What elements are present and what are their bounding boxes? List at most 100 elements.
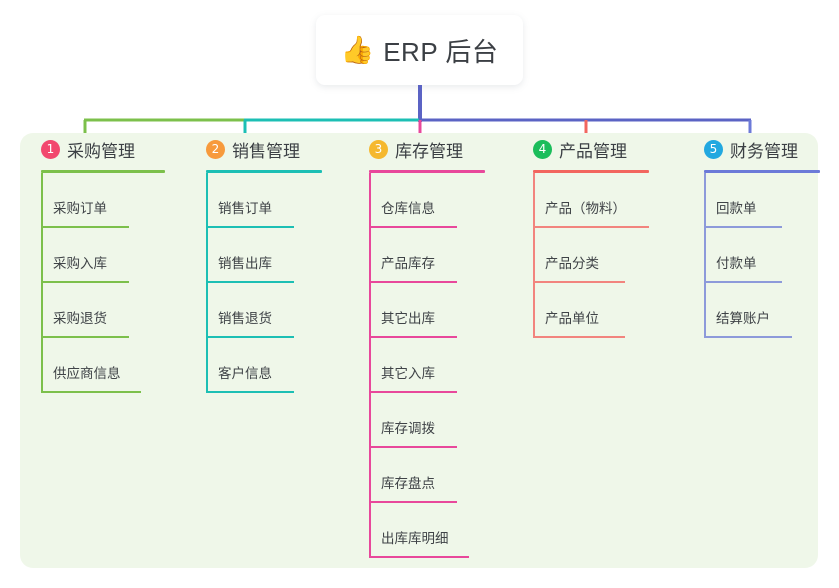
list-item[interactable]: 销售退货 — [185, 283, 355, 338]
list-item[interactable]: 产品库存 — [348, 228, 528, 283]
list-item-label: 采购退货 — [53, 311, 107, 326]
list-item-rule — [369, 391, 457, 393]
column-spine — [533, 173, 535, 338]
list-item-label: 结算账户 — [716, 311, 770, 326]
column-item-list: 回款单付款单结算账户 — [683, 173, 839, 338]
list-item[interactable]: 仓库信息 — [348, 173, 528, 228]
column-header-rule — [704, 170, 820, 173]
list-item-rule — [369, 281, 457, 283]
list-item-rule — [369, 501, 457, 503]
column-header-rule — [369, 170, 485, 173]
column-badge-icon: 4 — [533, 139, 552, 159]
list-item-label: 回款单 — [716, 201, 757, 216]
list-item-rule — [206, 226, 294, 228]
column-title: 销售管理 — [232, 141, 300, 161]
list-item[interactable]: 采购入库 — [20, 228, 190, 283]
thumbs-up-icon: 👍 — [340, 34, 375, 65]
column-header-2[interactable]: 2 销售管理 — [185, 133, 355, 165]
list-item-label: 产品（物料） — [545, 201, 626, 216]
column-spine — [369, 173, 371, 558]
column-4: 4 产品管理产品（物料） 产品分类产品单位 — [512, 133, 692, 338]
column-item-list: 产品（物料） 产品分类产品单位 — [512, 173, 692, 338]
column-item-list: 仓库信息产品库存其它出库其它入库库存调拨库存盘点出库库明细 — [348, 173, 528, 558]
column-5: 5 财务管理回款单付款单结算账户 — [683, 133, 839, 338]
list-item-label: 付款单 — [716, 256, 757, 271]
list-item-label: 仓库信息 — [381, 201, 435, 216]
list-item-label: 产品分类 — [545, 256, 599, 271]
list-item-rule — [41, 391, 141, 393]
column-badge-icon: 2 — [206, 139, 225, 159]
list-item-label: 客户信息 — [218, 366, 272, 381]
list-item-rule — [533, 336, 625, 338]
list-item[interactable]: 客户信息 — [185, 338, 355, 393]
list-item-rule — [206, 281, 294, 283]
list-item-rule — [369, 226, 457, 228]
list-item-label: 库存调拨 — [381, 421, 435, 436]
list-item-rule — [533, 226, 649, 228]
list-item-rule — [41, 281, 129, 283]
list-item-label: 其它入库 — [381, 366, 435, 381]
column-header-5[interactable]: 5 财务管理 — [683, 133, 839, 165]
list-item-rule — [369, 556, 469, 558]
column-spine — [206, 173, 208, 393]
list-item-rule — [704, 226, 782, 228]
list-item-rule — [533, 281, 625, 283]
list-item[interactable]: 产品（物料） — [512, 173, 692, 228]
column-header-rule — [206, 170, 322, 173]
list-item-rule — [369, 336, 457, 338]
list-item-rule — [41, 226, 129, 228]
list-item-label: 库存盘点 — [381, 476, 435, 491]
list-item-label: 采购入库 — [53, 256, 107, 271]
list-item[interactable]: 结算账户 — [683, 283, 839, 338]
diagram-panel: 1 采购管理采购订单采购入库采购退货供应商信息 2 销售管理销售订单销售出库销售退货客… — [20, 133, 820, 568]
list-item-rule — [704, 281, 782, 283]
column-2: 2 销售管理销售订单销售出库销售退货客户信息 — [185, 133, 355, 393]
column-badge-icon: 3 — [369, 139, 388, 159]
list-item-rule — [41, 336, 129, 338]
list-item-rule — [704, 336, 792, 338]
column-header-1[interactable]: 1 采购管理 — [20, 133, 190, 165]
list-item-label: 采购订单 — [53, 201, 107, 216]
column-header-4[interactable]: 4 产品管理 — [512, 133, 692, 165]
list-item[interactable]: 其它出库 — [348, 283, 528, 338]
list-item-label: 出库库明细 — [381, 531, 449, 546]
list-item[interactable]: 出库库明细 — [348, 503, 528, 558]
list-item-label: 产品单位 — [545, 311, 599, 326]
list-item[interactable]: 采购退货 — [20, 283, 190, 338]
list-item[interactable]: 销售出库 — [185, 228, 355, 283]
list-item-label: 销售退货 — [218, 311, 272, 326]
column-spine — [704, 173, 706, 338]
list-item[interactable]: 其它入库 — [348, 338, 528, 393]
root-node-card[interactable]: 👍 ERP 后台 — [316, 15, 523, 85]
column-title: 库存管理 — [395, 141, 463, 161]
column-badge-icon: 1 — [41, 139, 60, 159]
list-item[interactable]: 产品分类 — [512, 228, 692, 283]
list-item[interactable]: 库存盘点 — [348, 448, 528, 503]
list-item[interactable]: 回款单 — [683, 173, 839, 228]
list-item-label: 其它出库 — [381, 311, 435, 326]
list-item-rule — [369, 446, 457, 448]
column-header-rule — [533, 170, 649, 173]
list-item[interactable]: 库存调拨 — [348, 393, 528, 448]
list-item[interactable]: 采购订单 — [20, 173, 190, 228]
list-item[interactable]: 销售订单 — [185, 173, 355, 228]
column-1: 1 采购管理采购订单采购入库采购退货供应商信息 — [20, 133, 190, 393]
list-item-rule — [206, 391, 294, 393]
list-item-rule — [206, 336, 294, 338]
column-item-list: 采购订单采购入库采购退货供应商信息 — [20, 173, 190, 393]
list-item-label: 产品库存 — [381, 256, 435, 271]
column-header-rule — [41, 170, 165, 173]
column-title: 产品管理 — [559, 141, 627, 161]
column-3: 3 库存管理仓库信息产品库存其它出库其它入库库存调拨库存盘点出库库明细 — [348, 133, 528, 558]
list-item[interactable]: 付款单 — [683, 228, 839, 283]
column-header-3[interactable]: 3 库存管理 — [348, 133, 528, 165]
root-node-title: ERP 后台 — [383, 36, 499, 67]
column-item-list: 销售订单销售出库销售退货客户信息 — [185, 173, 355, 393]
list-item-label: 销售出库 — [218, 256, 272, 271]
list-item[interactable]: 供应商信息 — [20, 338, 190, 393]
column-title: 财务管理 — [730, 141, 798, 161]
list-item-label: 销售订单 — [218, 201, 272, 216]
column-badge-icon: 5 — [704, 139, 723, 159]
column-title: 采购管理 — [67, 141, 135, 161]
list-item[interactable]: 产品单位 — [512, 283, 692, 338]
